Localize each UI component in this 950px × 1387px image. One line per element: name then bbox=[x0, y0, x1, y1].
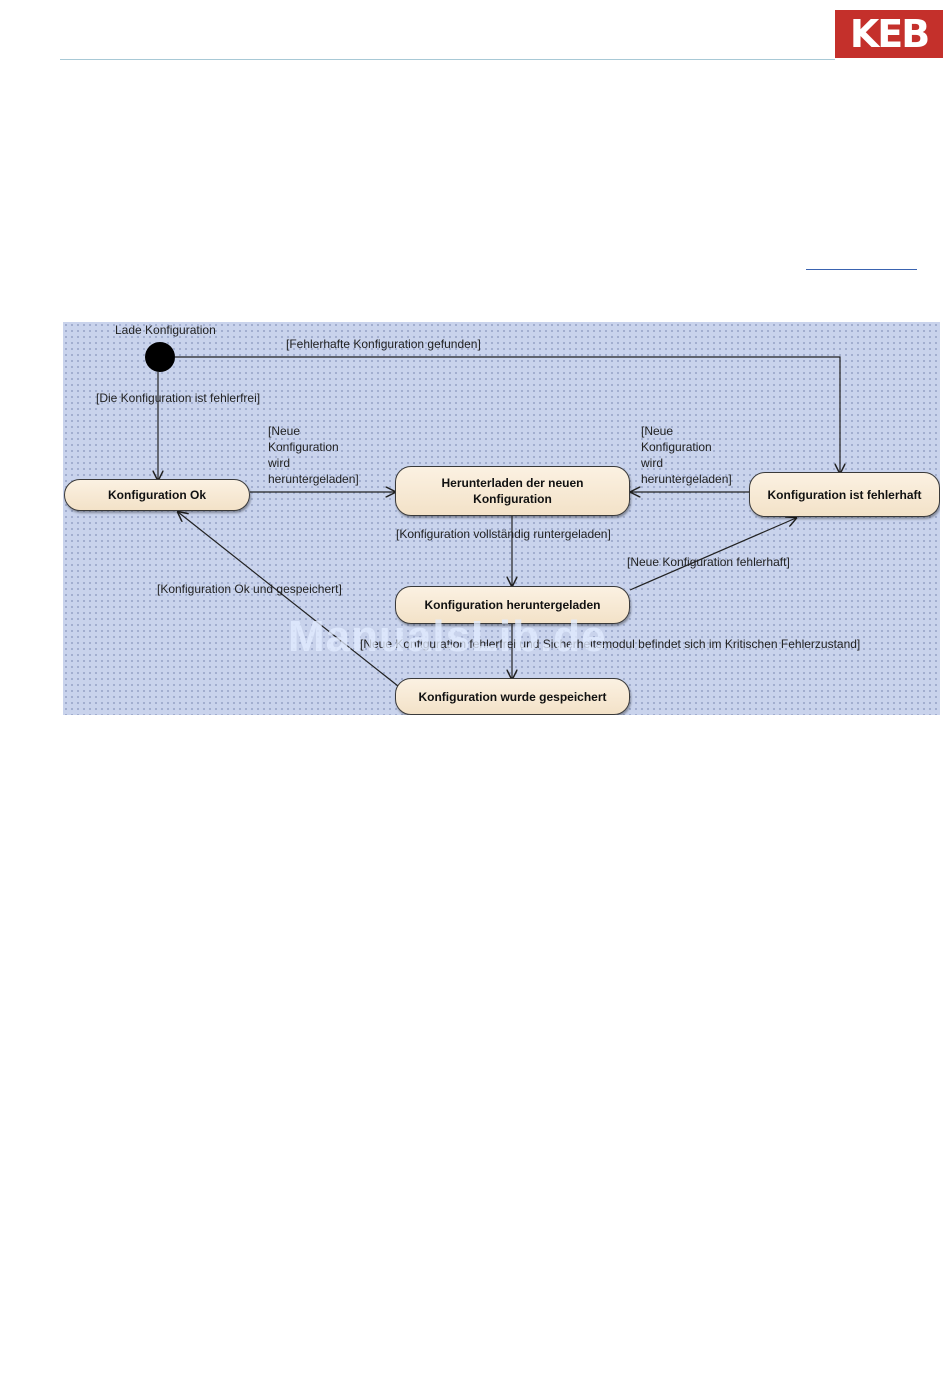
initial-node bbox=[145, 342, 175, 372]
state-gespeichert: Konfiguration wurde gespeichert bbox=[395, 678, 630, 715]
keb-logo: KEB bbox=[835, 10, 943, 58]
state-heruntergeladen: Konfiguration heruntergeladen bbox=[395, 586, 630, 624]
label-critical: [Neue Konfiguration fehlerfrei und Siche… bbox=[360, 637, 861, 651]
state-fehlerhaft: Konfiguration ist fehlerhaft bbox=[749, 472, 940, 517]
label-faulty-found: [Fehlerhafte Konfiguration gefunden] bbox=[286, 337, 481, 351]
label-new-download-left: [Neue Konfiguration wird heruntergeladen… bbox=[268, 424, 359, 486]
label-new-download-right: [Neue Konfiguration wird heruntergeladen… bbox=[641, 424, 732, 486]
watermark: ManualsLib.de bbox=[288, 612, 607, 661]
label-error-free: [Die Konfiguration ist fehlerfrei] bbox=[96, 391, 261, 405]
state-herunterladen: Herunterladen der neuen Konfiguration bbox=[395, 466, 630, 516]
keb-logo-text: KEB bbox=[849, 12, 930, 56]
arrow-saved-to-ok bbox=[178, 512, 399, 687]
arrow-faulty-found bbox=[175, 356, 840, 473]
header-rule bbox=[60, 59, 835, 60]
initial-label: Lade Konfiguration bbox=[115, 323, 216, 337]
label-ok-saved: [Konfiguration Ok und gespeichert] bbox=[157, 582, 342, 596]
state-diagram: Lade Konfiguration [Fehlerhafte Konfigur… bbox=[63, 322, 940, 715]
transition-arrows bbox=[145, 342, 940, 687]
label-complete: [Konfiguration vollständig runtergeladen… bbox=[396, 527, 611, 541]
link-underline[interactable] bbox=[806, 269, 917, 270]
label-new-faulty: [Neue Konfiguration fehlerhaft] bbox=[627, 555, 790, 569]
state-konfiguration-ok: Konfiguration Ok bbox=[64, 479, 250, 511]
arrow-downloaded-to-error bbox=[629, 518, 796, 591]
